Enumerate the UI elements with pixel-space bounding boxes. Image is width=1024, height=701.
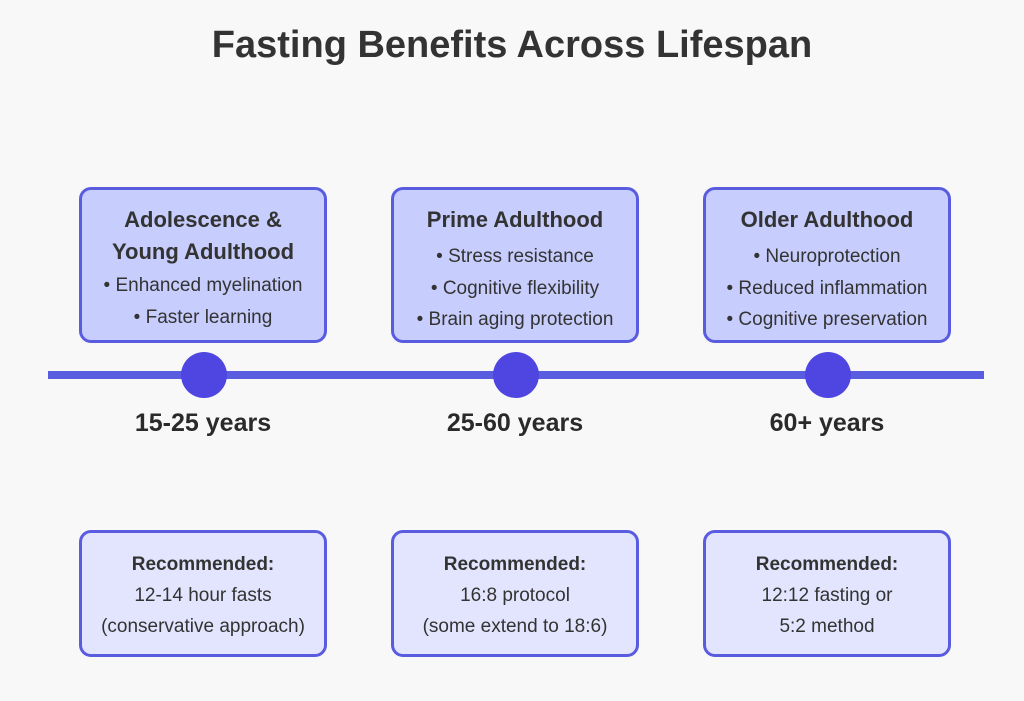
- stage-title-line: Adolescence &: [124, 207, 282, 232]
- diagram-title: Fasting Benefits Across Lifespan: [211, 24, 813, 66]
- benefit-list: • Enhanced myelination • Faster learning: [82, 270, 324, 333]
- benefit-list: • Neuroprotection • Reduced inflammation…: [706, 241, 948, 336]
- stage-title: Prime Adulthood: [394, 204, 636, 236]
- benefit-item: • Cognitive preservation: [726, 309, 928, 330]
- recommendation-line: (conservative approach): [101, 616, 305, 637]
- benefit-item: • Neuroprotection: [753, 246, 901, 267]
- timeline-node: [805, 352, 851, 398]
- stage-title-line: Older Adulthood: [740, 207, 914, 232]
- age-label: 15-25 years: [134, 409, 272, 437]
- recommendation-line: 16:8 protocol: [460, 585, 570, 606]
- recommendation-card-older-adulthood: Recommended: 12:12 fasting or 5:2 method: [703, 530, 951, 657]
- benefit-item: • Enhanced myelination: [103, 275, 303, 296]
- timeline-node: [493, 352, 539, 398]
- recommendation-heading: Recommended:: [755, 554, 899, 575]
- stage-card-adolescence: Adolescence & Young Adulthood • Enhanced…: [79, 187, 327, 343]
- timeline: [48, 352, 984, 398]
- benefit-item: • Faster learning: [133, 306, 273, 328]
- recommendation-heading: Recommended:: [443, 554, 587, 575]
- recommendation-line: 12-14 hour fasts: [134, 585, 272, 606]
- benefit-item: • Brain aging protection: [416, 309, 614, 330]
- stage-title-line: Prime Adulthood: [426, 207, 604, 232]
- age-label: 25-60 years: [446, 409, 584, 437]
- stage-title: Adolescence & Young Adulthood: [82, 204, 324, 268]
- stage-card-prime-adulthood: Prime Adulthood • Stress resistance • Co…: [391, 187, 639, 343]
- benefit-item: • Cognitive flexibility: [430, 277, 600, 299]
- timeline-node: [181, 352, 227, 398]
- recommendation-heading: Recommended:: [131, 554, 275, 575]
- stage-card-older-adulthood: Older Adulthood • Neuroprotection • Redu…: [703, 187, 951, 343]
- benefit-item: • Stress resistance: [436, 246, 594, 267]
- recommendation-card-adolescence: Recommended: 12-14 hour fasts (conservat…: [79, 530, 327, 657]
- recommendation-line: (some extend to 18:6): [422, 616, 608, 637]
- benefit-list: • Stress resistance • Cognitive flexibil…: [394, 241, 636, 336]
- recommendation-card-prime-adulthood: Recommended: 16:8 protocol (some extend …: [391, 530, 639, 657]
- age-label: 60+ years: [769, 409, 885, 437]
- stage-title: Older Adulthood: [706, 204, 948, 236]
- stage-title-line: Young Adulthood: [111, 239, 295, 264]
- recommendation-line: 12:12 fasting or: [761, 585, 893, 606]
- recommendation-line: 5:2 method: [779, 616, 875, 637]
- benefit-item: • Reduced inflammation: [726, 277, 928, 299]
